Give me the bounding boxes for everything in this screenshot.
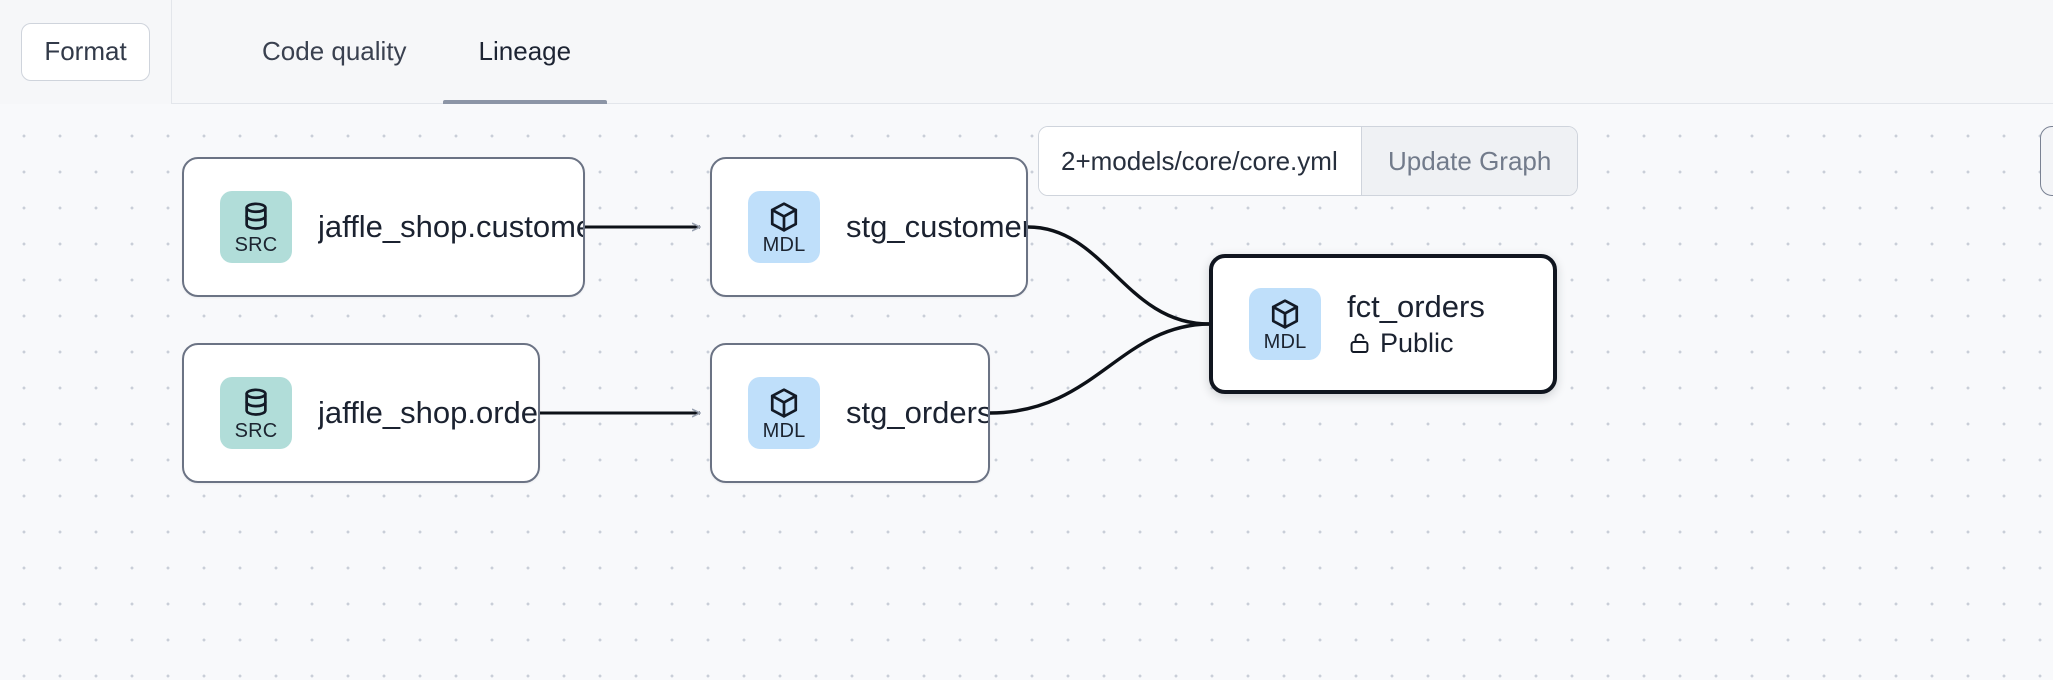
- lineage-node-src-customers[interactable]: SRC jaffle_shop.customers: [182, 157, 585, 297]
- unlock-icon: [1350, 333, 1369, 354]
- node-title: jaffle_shop.orders: [318, 395, 538, 431]
- format-button-zone: Format: [0, 0, 172, 104]
- lineage-node-fct-orders[interactable]: MDL fct_orders Public: [1209, 254, 1557, 394]
- lineage-node-src-orders[interactable]: SRC jaffle_shop.orders: [182, 343, 540, 483]
- update-graph-button[interactable]: Update Graph: [1361, 127, 1578, 195]
- node-badge-src-label: SRC: [234, 419, 278, 442]
- database-icon: [245, 387, 267, 416]
- edge-stg-orders-to-fct-orders: [988, 322, 1211, 415]
- node-badge-mdl-label: MDL: [762, 419, 806, 442]
- node-badge-mdl: MDL: [748, 377, 820, 449]
- node-badge-src: SRC: [220, 191, 292, 263]
- lineage-node-stg-customers[interactable]: MDL stg_customers: [710, 157, 1028, 297]
- database-icon: [245, 201, 267, 230]
- cube-icon: [770, 387, 798, 418]
- cube-icon: [1271, 298, 1299, 329]
- node-badge-mdl: MDL: [748, 191, 820, 263]
- graph-controls-overflow-panel[interactable]: [2040, 126, 2053, 196]
- tab-code-quality-label: Code quality: [262, 36, 407, 66]
- tab-lineage-label: Lineage: [478, 36, 572, 66]
- node-title: jaffle_shop.customers: [318, 209, 583, 245]
- node-badge-src: SRC: [220, 377, 292, 449]
- node-body: jaffle_shop.customers: [318, 209, 583, 245]
- node-badge-mdl-label: MDL: [1263, 330, 1307, 353]
- node-body: fct_orders Public: [1347, 289, 1485, 360]
- graph-controls: Update Graph: [1038, 126, 1579, 196]
- tab-lineage[interactable]: Lineage: [442, 0, 608, 104]
- node-access-badge: Public: [1347, 328, 1485, 359]
- lineage-node-stg-orders[interactable]: MDL stg_orders: [710, 343, 990, 483]
- node-badge-mdl-label: MDL: [762, 233, 806, 256]
- node-badge-src-label: SRC: [234, 233, 278, 256]
- graph-selector-input[interactable]: [1039, 127, 1361, 195]
- cube-icon: [770, 201, 798, 232]
- node-body: jaffle_shop.orders: [318, 395, 538, 431]
- tab-bar: Code quality Lineage: [172, 0, 607, 104]
- lineage-canvas[interactable]: SRC jaffle_shop.customers MDL stg_custom…: [0, 104, 2053, 680]
- format-button[interactable]: Format: [21, 22, 150, 81]
- tab-code-quality[interactable]: Code quality: [226, 0, 443, 104]
- node-badge-mdl: MDL: [1249, 288, 1321, 360]
- node-title: stg_customers: [846, 209, 1026, 245]
- node-title: stg_orders: [846, 395, 988, 431]
- node-body: stg_customers: [846, 209, 1026, 245]
- node-body: stg_orders: [846, 395, 988, 431]
- edge-stg-customers-to-fct-orders: [1026, 225, 1211, 326]
- node-title: fct_orders: [1347, 288, 1485, 324]
- editor-toolbar: Format Code quality Lineage: [0, 0, 2053, 104]
- graph-selector-group: Update Graph: [1038, 126, 1579, 196]
- node-access-label: Public: [1380, 328, 1454, 359]
